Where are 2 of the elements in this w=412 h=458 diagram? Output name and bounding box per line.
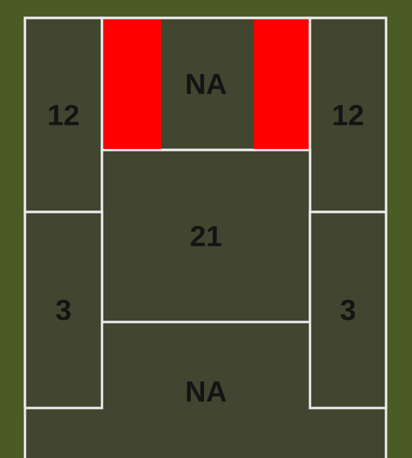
highlight-bar: [104, 20, 161, 149]
highlight-bar: [254, 20, 308, 149]
